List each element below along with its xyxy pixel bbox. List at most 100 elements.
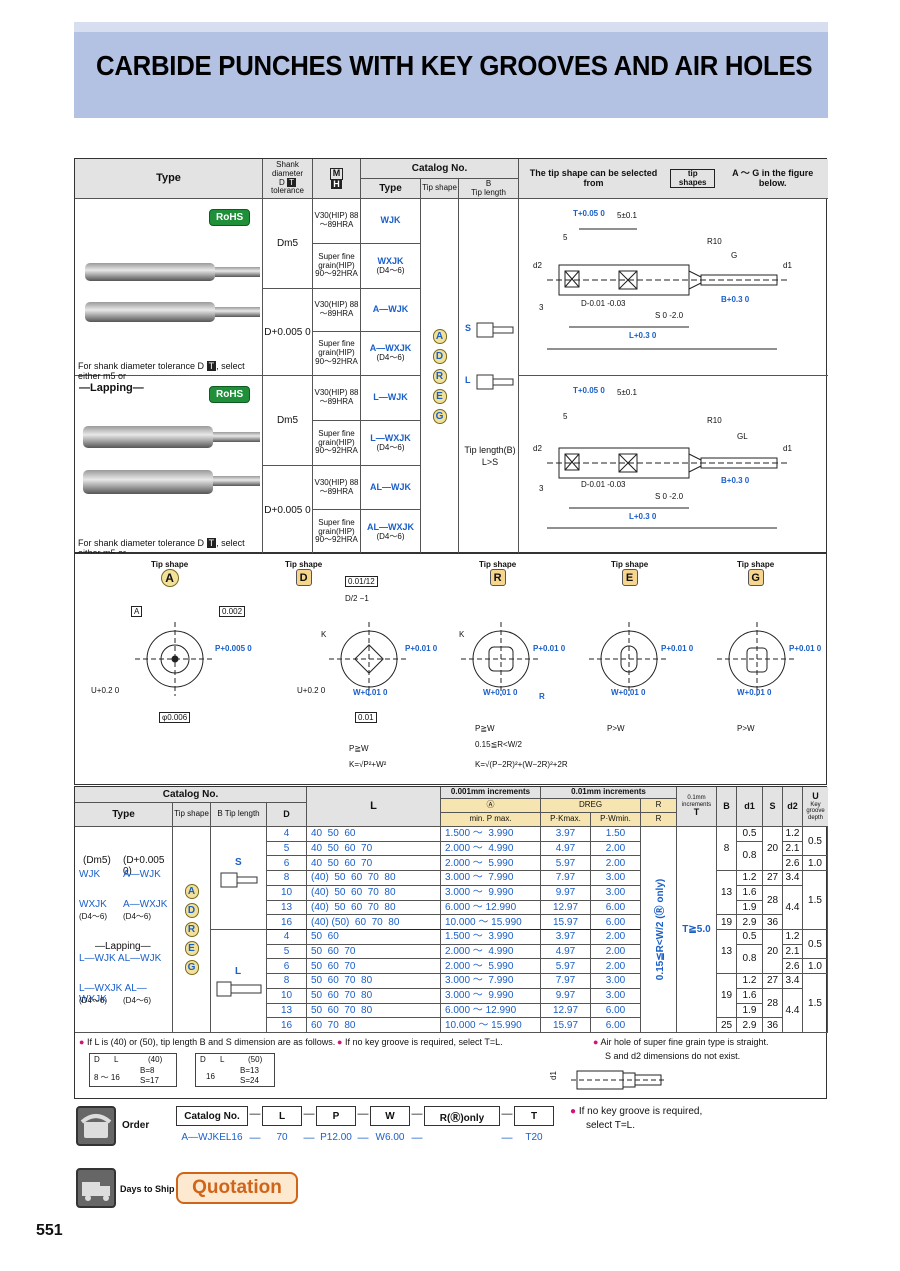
cell-pk: 7.97 bbox=[541, 974, 591, 989]
order-dash: — bbox=[357, 1132, 369, 1144]
note-l40: ● If L is (40) or (50), tip length B and… bbox=[79, 1037, 336, 1047]
l-gt-s-label: L>S bbox=[481, 457, 499, 467]
order-field: T bbox=[514, 1106, 554, 1126]
order-field: Catalog No. bbox=[176, 1106, 248, 1126]
cell-pw: 3.00 bbox=[591, 974, 641, 989]
mat-6: Super fine grain(HIP) 90～92HRA bbox=[313, 421, 361, 466]
tip-shape-drawings bbox=[135, 622, 797, 696]
type-alwjk: AL—WJK bbox=[361, 466, 421, 510]
header-shank-diameter: Shank diameter D T tolerance bbox=[263, 159, 313, 199]
cell-pk: 3.97 bbox=[541, 827, 591, 842]
cell-pw: 3.00 bbox=[591, 885, 641, 901]
spec-cell: 0.5 bbox=[803, 930, 828, 960]
cell-d: 10 bbox=[267, 988, 307, 1004]
cell-l: (40) 50 60 70 80 bbox=[307, 885, 441, 901]
cell-l: 40 50 60 70 bbox=[307, 856, 441, 872]
spec-cell: 19 bbox=[717, 974, 737, 1019]
drawing-1: T+0.05 0 5±0.1 5 R10 d2 d1 3 D-0.01 -0.0… bbox=[519, 199, 828, 376]
cell-p: 10.000 ～ 15.990 bbox=[441, 1018, 541, 1033]
order-dash: — bbox=[501, 1108, 513, 1120]
t-range-cell: T≧5.0 bbox=[677, 827, 717, 1033]
shape-r-badge: R bbox=[432, 369, 447, 384]
mat-2: Super fine grain(HIP) 90～92HRA bbox=[313, 244, 361, 289]
cell-p: 3.000 ～ 9.990 bbox=[441, 885, 541, 901]
spec-cell: 25 bbox=[717, 1018, 737, 1033]
spec-cell: 2.9 bbox=[737, 1018, 763, 1033]
order-field: P bbox=[316, 1106, 356, 1126]
cell-d: 5 bbox=[267, 841, 307, 857]
cell-pw: 2.00 bbox=[591, 944, 641, 960]
days-to-ship-label: Days to Ship bbox=[120, 1184, 175, 1194]
punch-image-2 bbox=[83, 426, 260, 494]
truck-icon bbox=[76, 1168, 116, 1208]
type-image-cell-2: —Lapping— RoHS For shank diameter tolera… bbox=[75, 376, 263, 558]
spec-cell: 3.4 bbox=[783, 871, 803, 886]
cell-d: 13 bbox=[267, 900, 307, 916]
order-label: Order bbox=[122, 1120, 150, 1131]
tol-d0005-2: D+0.005 0 bbox=[263, 466, 313, 554]
spec-cell: 19 bbox=[717, 915, 737, 930]
cell-d: 4 bbox=[267, 827, 307, 842]
order-dash: — bbox=[249, 1132, 261, 1144]
header-tip-length: B Tip length bbox=[459, 179, 519, 199]
order-note: ● If no key groove is required, bbox=[570, 1106, 703, 1117]
header-type: Type bbox=[75, 159, 263, 199]
header-tip-note: The tip shape can be selected from tip s… bbox=[519, 159, 828, 199]
page-title: CARBIDE PUNCHES WITH KEY GROOVES AND AIR… bbox=[96, 50, 813, 81]
note-key-groove: ● If no key groove is required, select T… bbox=[337, 1037, 503, 1047]
cell-pw: 6.00 bbox=[591, 1018, 641, 1033]
spec-cell: 2.1 bbox=[783, 944, 803, 960]
spec-cell: 2.6 bbox=[783, 856, 803, 872]
cell-p: 3.000 ～ 9.990 bbox=[441, 988, 541, 1004]
page-number: 551 bbox=[36, 1222, 63, 1239]
spec-cell: 0.5 bbox=[737, 827, 763, 842]
order-dash: — bbox=[249, 1108, 261, 1120]
tip-shape-d: Tip shape D bbox=[285, 560, 322, 586]
cell-pw: 2.00 bbox=[591, 841, 641, 857]
type-awxjk: A—WXJK(D4～6) bbox=[361, 332, 421, 376]
type-alwxjk: AL—WXJK(D4～6) bbox=[361, 510, 421, 554]
tip-shape-g: Tip shape G bbox=[737, 560, 774, 586]
spec-cell: 36 bbox=[763, 915, 783, 930]
cell-d: 8 bbox=[267, 871, 307, 886]
order-field: R(Ⓡ)only bbox=[424, 1106, 500, 1126]
cell-pk: 7.97 bbox=[541, 871, 591, 886]
tol-dm5-1: Dm5 bbox=[263, 199, 313, 289]
mat-3: V30(HIP) 88～89HRA bbox=[313, 289, 361, 332]
punch-drawing-1 bbox=[547, 228, 789, 350]
order-example-value: 70 bbox=[276, 1132, 288, 1143]
quotation-badge: Quotation bbox=[176, 1172, 298, 1204]
main-type-column: (Dm5) (D+0.005 0) WJK A—WJK WXJK A—WXJK … bbox=[75, 827, 173, 1033]
spec-cell: 0.5 bbox=[737, 930, 763, 945]
cell-pk: 4.97 bbox=[541, 841, 591, 857]
cell-pk: 15.97 bbox=[541, 915, 591, 930]
tol-dm5-2: Dm5 bbox=[263, 376, 313, 466]
title-banner bbox=[74, 22, 828, 118]
order-example-value: P12.00 bbox=[320, 1132, 352, 1143]
shape-a-badge: A bbox=[432, 329, 447, 344]
order-note-2: select T=L. bbox=[586, 1120, 636, 1131]
note-s-d2: S and d2 dimensions do not exist. bbox=[605, 1051, 741, 1061]
cell-p: 2.000 ～ 4.990 bbox=[441, 841, 541, 857]
cell-l: 50 60 70 bbox=[307, 944, 441, 960]
cell-d: 6 bbox=[267, 959, 307, 975]
straight-air-hole-drawing bbox=[571, 1070, 665, 1090]
spec-cell: 36 bbox=[763, 1018, 783, 1033]
spec-cell: 4.4 bbox=[783, 885, 803, 930]
spec-cell: 1.2 bbox=[737, 871, 763, 886]
header-hardness: M H bbox=[313, 159, 361, 199]
lapping-label: —Lapping— bbox=[79, 382, 144, 394]
order-field: W bbox=[370, 1106, 410, 1126]
cell-d: 5 bbox=[267, 944, 307, 960]
phone-icon bbox=[76, 1106, 116, 1146]
header-cat-type: Type bbox=[361, 179, 421, 199]
spec-cell: 8 bbox=[717, 827, 737, 872]
cell-l: 60 70 80 bbox=[307, 1018, 441, 1033]
type-awjk: A—WJK bbox=[361, 289, 421, 332]
rohs-badge-2: RoHS bbox=[209, 386, 251, 403]
tip-shape-e: Tip shape E bbox=[611, 560, 648, 586]
spec-cell: 1.5 bbox=[803, 974, 828, 1033]
punch-drawing-2 bbox=[547, 447, 789, 529]
cell-d: 16 bbox=[267, 1018, 307, 1033]
cell-d: 10 bbox=[267, 885, 307, 901]
